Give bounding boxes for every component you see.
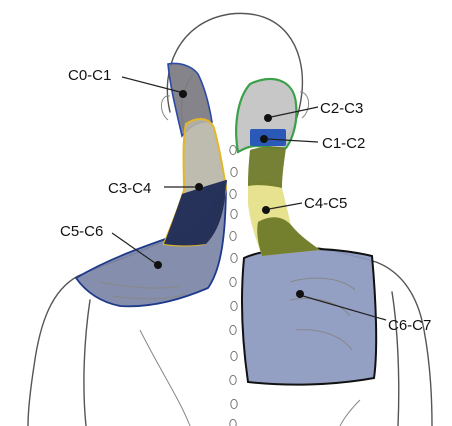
vertebra-mark: [231, 167, 237, 176]
label-c1-c2: C1-C2: [322, 135, 365, 152]
label-c3-c4: C3-C4: [108, 180, 151, 197]
vertebra-mark: [230, 145, 236, 154]
vertebra-mark: [231, 253, 237, 262]
vertebra-mark: [231, 209, 237, 218]
marker-c3-c4: [195, 183, 203, 191]
right-arm-inner: [392, 292, 399, 426]
overlap-olive-upper: [248, 147, 286, 188]
left-arm-inner: [84, 300, 90, 426]
vertebra-mark: [230, 419, 236, 426]
right-back-contour: [340, 400, 360, 426]
vertebra-mark: [231, 301, 237, 310]
marker-c2-c3: [264, 114, 272, 122]
label-c5-c6: C5-C6: [60, 223, 103, 240]
vertebra-mark: [231, 399, 237, 408]
marker-c1-c2: [260, 135, 268, 143]
vertebra-mark: [230, 189, 236, 198]
vertebra-mark: [230, 231, 236, 240]
vertebra-mark: [230, 325, 236, 334]
marker-c5-c6: [154, 261, 162, 269]
zone-c1-c2: [250, 129, 286, 146]
marker-c6-c7: [296, 290, 304, 298]
vertebra-mark: [230, 375, 236, 384]
label-c2-c3: C2-C3: [320, 100, 363, 117]
label-c6-c7: C6-C7: [388, 317, 431, 334]
spine-vertebrae: [230, 145, 237, 426]
label-c4-c5: C4-C5: [304, 195, 347, 212]
label-c0-c1: C0-C1: [68, 67, 111, 84]
left-back-contour: [140, 330, 190, 426]
marker-c0-c1: [179, 90, 187, 98]
overlap-olive-lower: [257, 217, 320, 256]
vertebra-mark: [231, 351, 237, 360]
vertebra-mark: [230, 277, 236, 286]
zone-c6-c7: [242, 249, 376, 385]
marker-c4-c5: [262, 206, 270, 214]
